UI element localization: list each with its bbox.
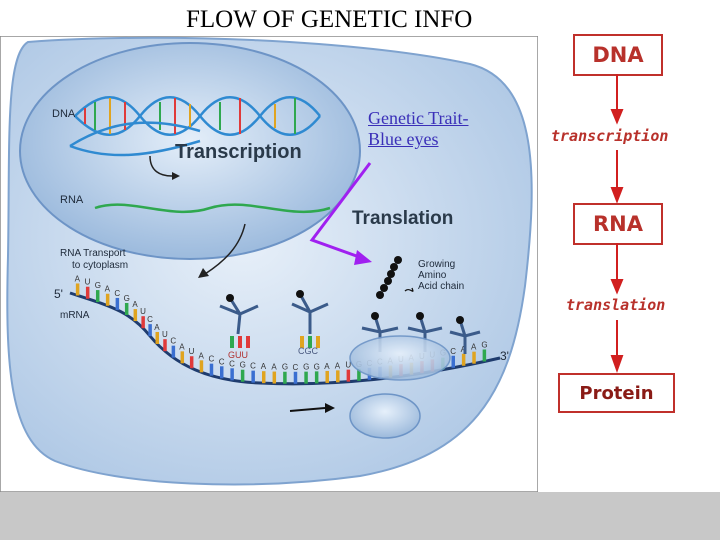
three-prime-label: 3': [500, 349, 509, 363]
dna-label: DNA: [52, 108, 76, 120]
nucleotide-letter: C: [250, 362, 256, 371]
flow-arrow-2b-head: [610, 355, 624, 373]
flow-dna-box: DNA: [573, 34, 663, 76]
nucleotide-letter: U: [345, 361, 351, 370]
flow-protein-label: Protein: [579, 382, 654, 404]
footer-band: [0, 492, 720, 540]
nucleotide-letter: A: [471, 343, 477, 352]
nucleotide-letter: A: [335, 361, 341, 370]
trna-connectors: [226, 290, 464, 324]
nucleotide-letter: C: [219, 357, 225, 366]
trait-pointer-arrow: [309, 162, 372, 260]
transcription-label: Transcription: [175, 141, 302, 163]
flow-transcription-label: transcription: [551, 127, 669, 145]
five-prime-label: 5': [54, 287, 63, 301]
nucleotide-letter: C: [229, 359, 235, 368]
flow-arrow-1a-head: [610, 109, 624, 125]
chain-arrow: [404, 287, 414, 292]
dna-opening: [69, 121, 201, 157]
rna-strand: [94, 203, 331, 214]
nucleotide-letter: C: [292, 363, 298, 372]
slide-title: FLOW OF GENETIC INFO: [186, 6, 473, 33]
nucleotide-letter: A: [154, 323, 160, 332]
trait-annotation: Genetic Trait- Blue eyes: [368, 108, 469, 150]
amino-label: Amino: [418, 270, 447, 281]
trait-annotation-line1: Genetic Trait-: [368, 108, 469, 128]
nucleotide-letter: A: [132, 300, 138, 309]
nucleotide-letter: C: [208, 355, 214, 364]
flow-translation-label: translation: [566, 296, 666, 314]
nucleotide-letter: C: [147, 315, 153, 324]
growing-label: Growing: [418, 259, 455, 270]
nucleotide-letter: G: [95, 281, 101, 290]
nucleotide-letter: U: [85, 278, 91, 287]
nucleotide-letter: U: [162, 330, 168, 339]
translation-label: Translation: [352, 208, 453, 229]
flow-protein-box: Protein: [558, 373, 675, 413]
flow-dna-label: DNA: [592, 43, 644, 67]
nucleotide-letter: G: [303, 363, 309, 372]
nucleotide-letter: G: [282, 363, 288, 372]
transcription-arrow: [149, 155, 173, 177]
transport-arrow: [204, 223, 246, 275]
flow-arrows: [610, 74, 624, 373]
trna-anticodon-1: GUU: [228, 350, 248, 360]
nucleotide-letter: A: [105, 285, 111, 294]
nucleotide-letter: A: [198, 351, 204, 360]
mrna-label: mRNA: [60, 310, 90, 321]
nucleotide-letter: A: [179, 342, 185, 351]
ribosome-arrow: [289, 407, 326, 412]
nucleotide-letter: C: [450, 347, 456, 356]
trna-anticodon-2: CGC: [298, 346, 319, 356]
nucleotide-letter: A: [261, 362, 267, 371]
nucleotide-letter: A: [75, 274, 81, 283]
rna-label: RNA: [60, 194, 84, 206]
flow-arrow-1b-head: [610, 187, 624, 204]
nucleotide-letter: C: [170, 337, 176, 346]
amino-acid-chain: [376, 256, 402, 299]
nucleotide-letter: G: [314, 362, 320, 371]
flow-arrow-2a-head: [610, 279, 624, 295]
rna-transport-label: RNA Transport: [60, 248, 126, 259]
trna-anticodon-bars: [230, 336, 320, 348]
nucleotide-letter: G: [124, 294, 130, 303]
ribosome-small: [349, 393, 421, 439]
nucleotide-letter: U: [189, 347, 195, 356]
flow-rna-label: RNA: [593, 212, 643, 236]
nucleotide-letter: C: [114, 289, 120, 298]
to-cytoplasm-label: to cytoplasm: [72, 260, 128, 271]
trait-annotation-line2: Blue eyes: [368, 129, 439, 149]
ribosome-large: [349, 335, 451, 381]
nucleotide-letter: U: [140, 307, 146, 316]
nucleotide-letter: G: [481, 340, 487, 349]
cell-diagram: DNA RNA Transcription Translation RNA Tr…: [0, 36, 538, 492]
nucleotide-letter: G: [240, 361, 246, 370]
acid-chain-label: Acid chain: [418, 281, 464, 292]
nucleotide-letter: A: [271, 363, 277, 372]
nucleotide-letter: A: [324, 362, 330, 371]
